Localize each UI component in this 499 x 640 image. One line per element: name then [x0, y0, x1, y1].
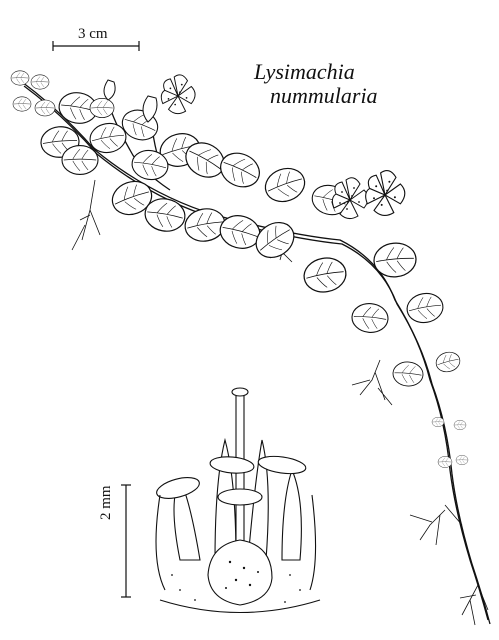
species-title: Lysimachia nummularia	[254, 60, 378, 108]
flowers	[103, 74, 406, 220]
flower-stipple	[171, 560, 301, 603]
scale-label-2mm: 2 mm	[98, 485, 114, 520]
scale-bar-3cm	[52, 41, 140, 51]
scale-label-3cm: 3 cm	[78, 26, 108, 42]
genus-label: Lysimachia	[254, 59, 355, 84]
scale-bar-2mm	[121, 484, 131, 598]
epithet-label: nummularia	[270, 83, 378, 108]
flower-detail	[155, 387, 321, 613]
